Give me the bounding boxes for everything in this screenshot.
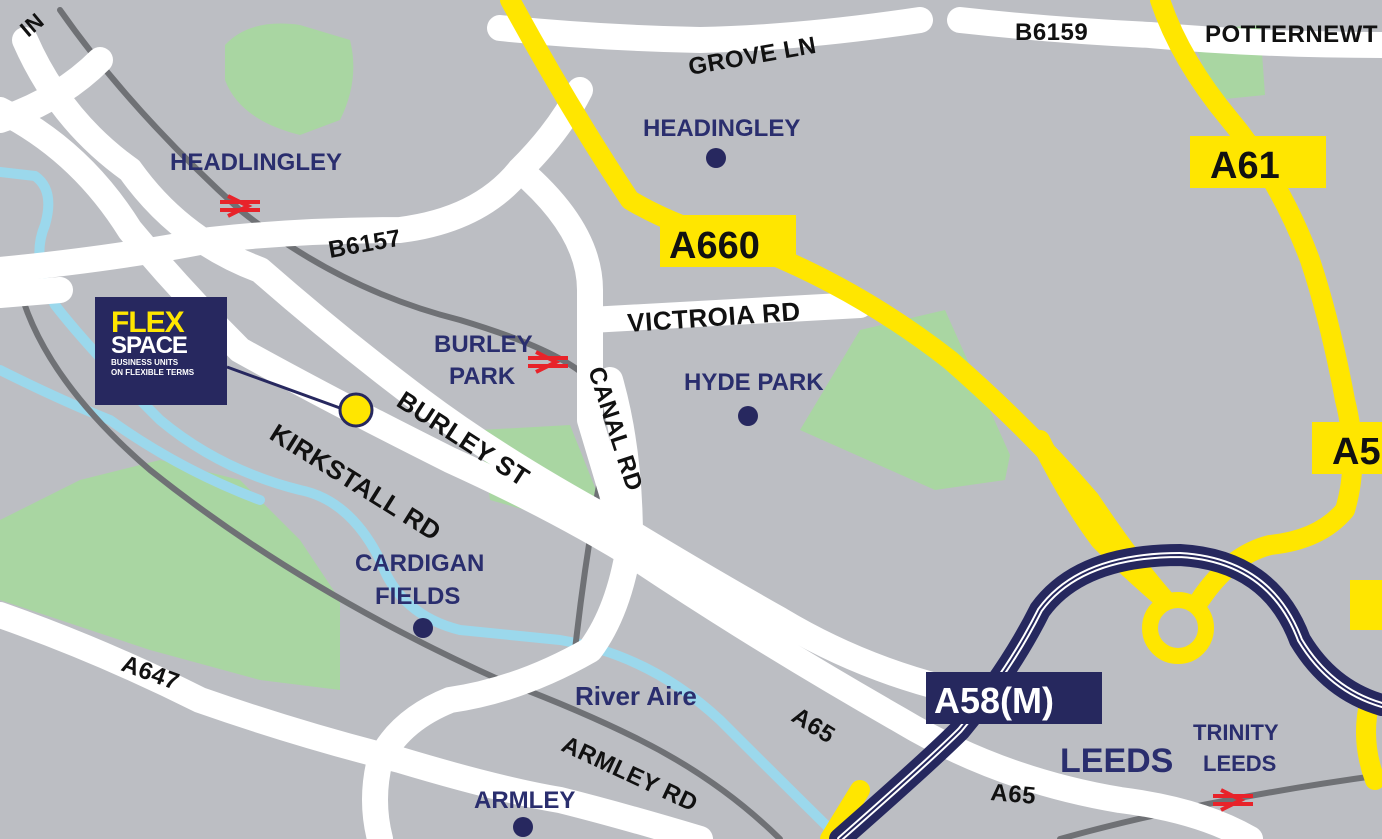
place-burley-park-2: PARK [449, 363, 516, 390]
place-trinity-2: LEEDS [1203, 751, 1276, 776]
shield-a61: A61 [1190, 136, 1326, 188]
logo-flex: FLEX [111, 306, 185, 339]
park-area [0, 460, 340, 690]
label-potternewton: POTTERNEWT [1205, 21, 1378, 48]
road-potternewton [947, 7, 1382, 58]
place-headingley-station: HEADLINGLEY [170, 149, 342, 176]
place-dot-icon [706, 148, 726, 168]
place-dots [413, 148, 758, 837]
shield-background [660, 215, 796, 267]
railway-line [1057, 772, 1382, 839]
label-a65: A65 [989, 779, 1037, 810]
rail-icon [220, 194, 260, 218]
road-top-left [0, 47, 113, 133]
place-burley-park-1: BURLEY [434, 331, 533, 358]
shield-label: A58(M) [934, 680, 1054, 721]
label-b6159: B6159 [1015, 19, 1088, 46]
shield-label: A61 [1210, 145, 1280, 187]
road-armley-rd [0, 602, 713, 839]
place-trinity-1: TRINITY [1193, 720, 1279, 745]
shield-a660: A660 [660, 215, 796, 267]
shield-background [1190, 136, 1326, 188]
road-west [0, 277, 73, 308]
road-a61 [1150, 0, 1363, 610]
place-armley: ARMLEY [474, 787, 575, 814]
flex-space-logo: FLEX SPACE BUSINESS UNITS ON FLEXIBLE TE… [95, 297, 227, 405]
place-dot-icon [738, 406, 758, 426]
roundabout [1142, 592, 1214, 664]
motorway [829, 543, 1382, 839]
shield-label: A660 [669, 225, 760, 267]
rail-icon [1213, 788, 1253, 812]
place-dot-icon [413, 618, 433, 638]
shield-partial [1350, 580, 1382, 630]
place-headingley: HEADINGLEY [643, 115, 800, 142]
railway-line [17, 287, 783, 839]
road-kirkstall-rd [0, 97, 1263, 839]
railway-line [57, 7, 607, 653]
place-dot-icon [513, 817, 533, 837]
place-leeds: LEEDS [1060, 742, 1173, 780]
place-cardigan-1: CARDIGAN [355, 550, 484, 577]
road-a660 [500, 0, 1175, 610]
road-grove-ln [487, 7, 933, 53]
road-burley-st [12, 27, 1013, 713]
logo-connector [226, 365, 341, 410]
logo-tag-2: ON FLEXIBLE TERMS [111, 368, 195, 377]
road-a660-branch [1030, 430, 1175, 610]
shield-a5: A5 [1312, 422, 1382, 474]
logo-tag-1: BUSINESS UNITS [111, 358, 179, 367]
shield-a58m: A58(M) [926, 672, 1102, 724]
shield-label: A5 [1332, 431, 1381, 473]
road-victoria-rd [577, 292, 873, 333]
road-canal-branch [507, 157, 633, 533]
motorway-centre-line [839, 553, 1382, 839]
rail-icon [528, 350, 568, 374]
minor-roads [0, 7, 1382, 839]
river-branch [0, 365, 265, 505]
railways [17, 7, 1382, 839]
park-area [225, 23, 354, 136]
river-label: River Aire [575, 681, 697, 711]
place-hyde-park: HYDE PARK [684, 369, 824, 396]
place-cardigan-2: FIELDS [375, 583, 460, 610]
logo-space: SPACE [111, 332, 188, 359]
shield-background [1312, 422, 1382, 474]
location-marker-icon[interactable] [338, 392, 374, 428]
shield-background [926, 672, 1102, 724]
